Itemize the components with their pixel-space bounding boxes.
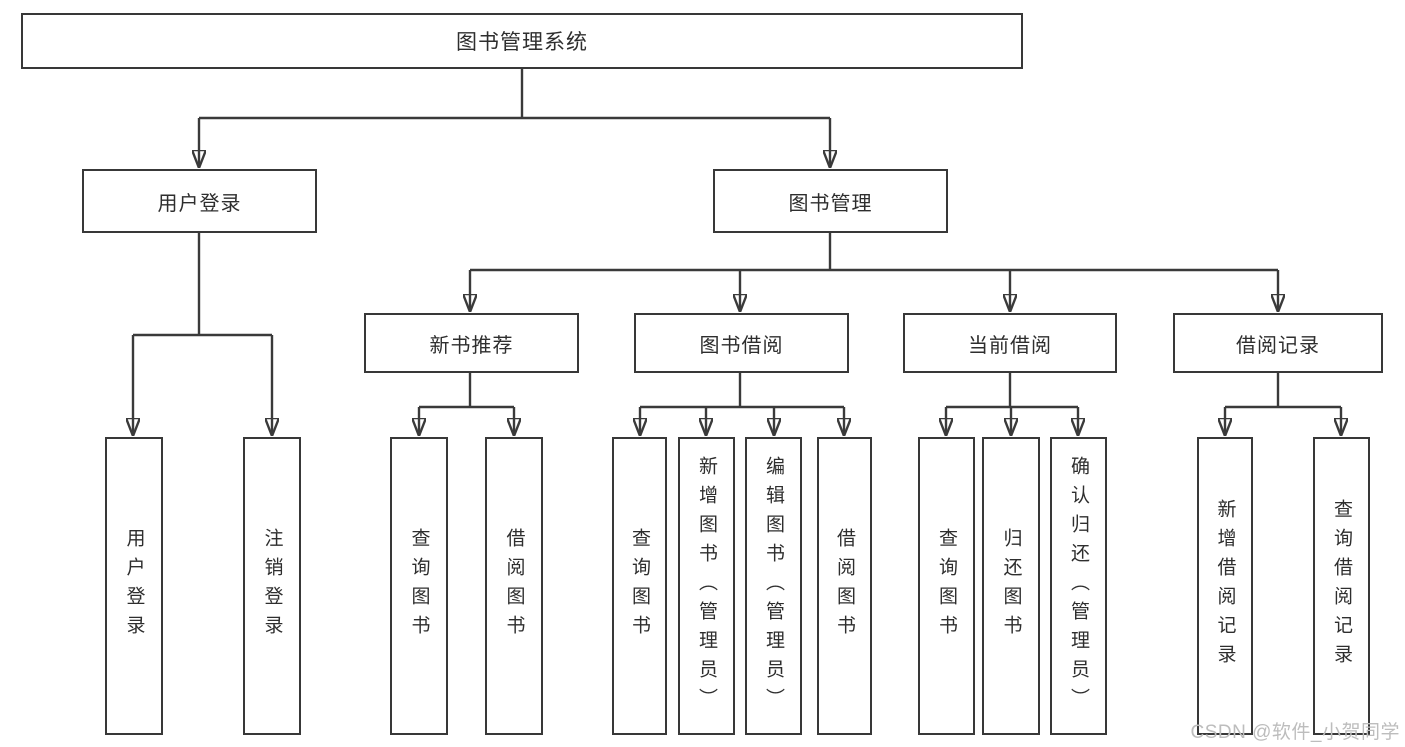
node-user-login-label: 用户登录 [157,192,242,215]
node-root-label: 图书管理系统 [456,31,588,54]
leaf-edit-book-admin: 编辑图书（管理员） [745,437,802,735]
leaf-logout-label: 注销登录 [261,528,283,644]
leaf-add-borrow-record-label: 新增借阅记录 [1214,499,1236,673]
leaf-return-book: 归还图书 [982,437,1040,735]
leaf-query-books-borrowing-label: 查询图书 [629,528,650,644]
leaf-confirm-return-admin: 确认归还（管理员） [1050,437,1107,735]
leaf-borrow-books-recommend-label: 借阅图书 [503,528,525,644]
leaf-logout: 注销登录 [243,437,301,735]
node-current-borrowing: 当前借阅 [903,313,1117,373]
leaf-borrow-books-borrowing-label: 借阅图书 [834,528,855,644]
node-book-management: 图书管理 [713,169,948,233]
node-book-management-label: 图书管理 [788,192,873,215]
node-user-login: 用户登录 [82,169,317,233]
node-current-borrowing-label: 当前借阅 [968,334,1052,357]
leaf-query-borrow-record: 查询借阅记录 [1313,437,1370,735]
node-book-borrowing-label: 图书借阅 [699,334,784,357]
node-new-book-recommend: 新书推荐 [364,313,579,373]
leaf-user-login-label: 用户登录 [123,528,145,644]
leaf-borrow-books-recommend: 借阅图书 [485,437,543,735]
leaf-add-book-admin: 新增图书（管理员） [678,437,735,735]
leaf-query-books-current: 查询图书 [918,437,975,735]
node-root: 图书管理系统 [21,13,1023,69]
leaf-user-login: 用户登录 [105,437,163,735]
leaf-confirm-return-admin-label: 确认归还（管理员） [1068,455,1089,717]
leaf-query-books-recommend-label: 查询图书 [408,528,430,644]
leaf-add-borrow-record: 新增借阅记录 [1197,437,1253,735]
leaf-query-books-recommend: 查询图书 [390,437,448,735]
node-book-borrowing: 图书借阅 [634,313,849,373]
leaf-edit-book-admin-label: 编辑图书（管理员） [763,455,784,717]
node-borrowing-records-label: 借阅记录 [1236,334,1320,357]
leaf-return-book-label: 归还图书 [1000,528,1022,644]
leaf-query-books-borrowing: 查询图书 [612,437,667,735]
leaf-query-books-current-label: 查询图书 [936,528,957,644]
node-borrowing-records: 借阅记录 [1173,313,1383,373]
watermark-csdn: CSDN @软件_小贺同学 [1190,722,1400,743]
node-new-book-recommend-label: 新书推荐 [429,334,514,357]
leaf-borrow-books-borrowing: 借阅图书 [817,437,872,735]
leaf-query-borrow-record-label: 查询借阅记录 [1331,499,1352,673]
leaf-add-book-admin-label: 新增图书（管理员） [696,455,717,717]
